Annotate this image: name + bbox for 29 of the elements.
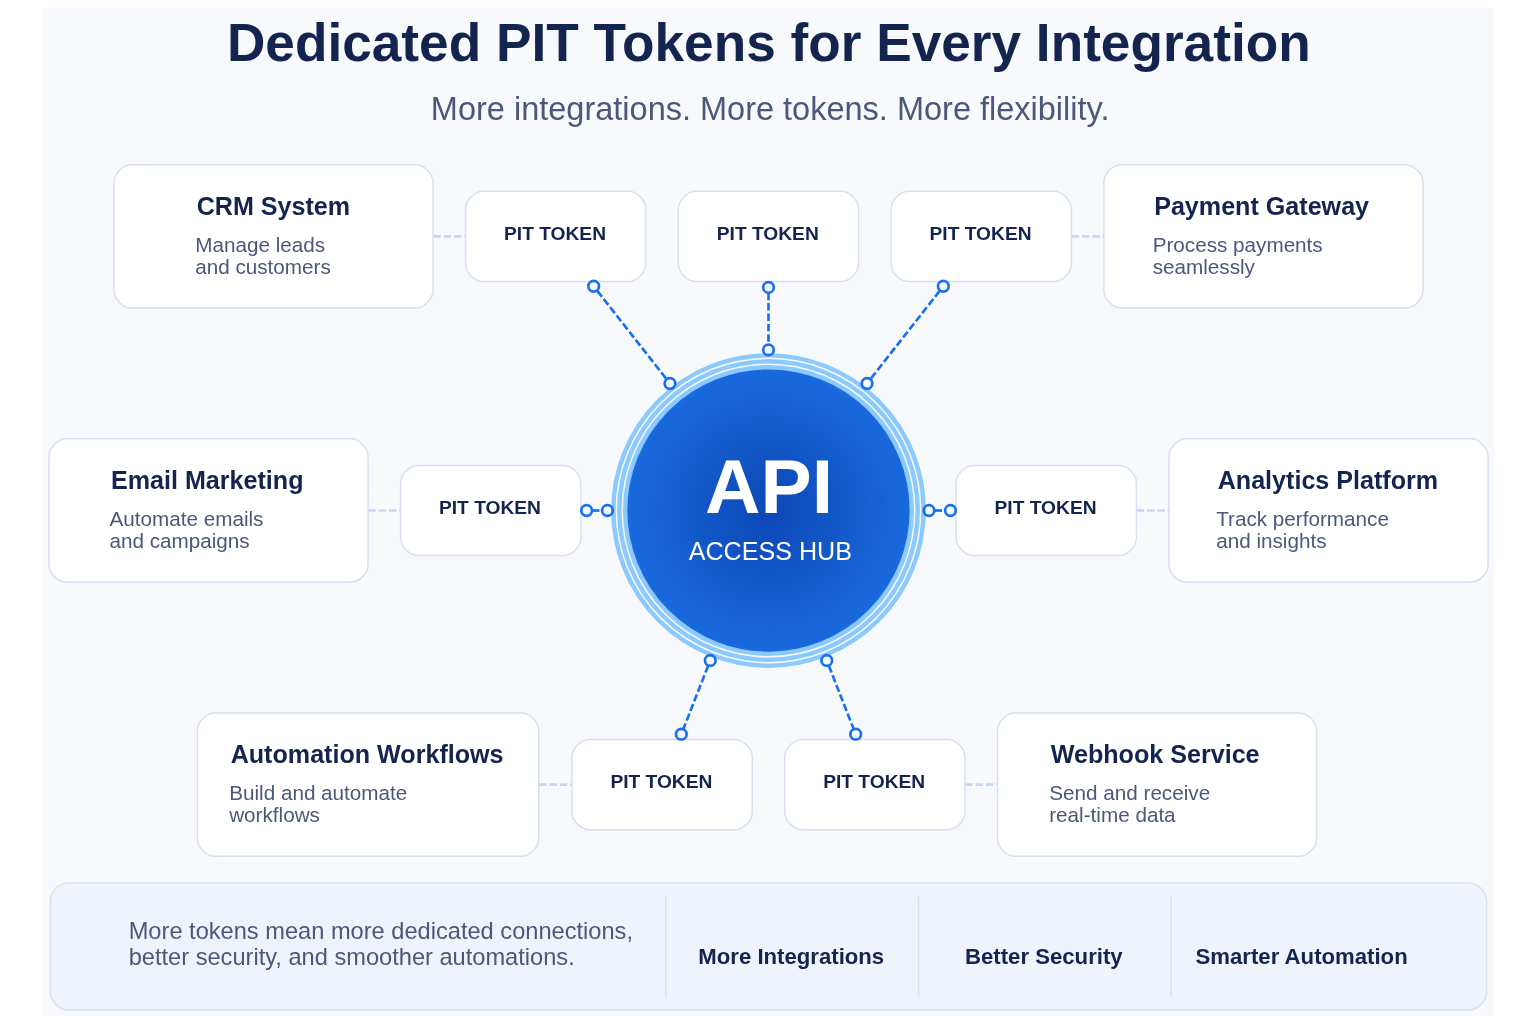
node-box: PIT TOKEN (464, 190, 647, 283)
node-box: PIT TOKEN (783, 738, 966, 831)
node-box: PIT TOKEN (399, 464, 582, 557)
connector (538, 783, 572, 786)
connector (674, 653, 717, 741)
connector (859, 279, 950, 391)
connector (367, 509, 400, 512)
node-box: Email Marketing Automate emails and campaigns (47, 438, 369, 583)
connector (761, 280, 775, 357)
node-box: Payment Gateway Process payments seamlessly (1102, 164, 1424, 309)
node-box: Automation Workflows Build and automate workflows (196, 712, 539, 857)
node-box: PIT TOKEN (954, 464, 1137, 557)
connector (819, 653, 862, 741)
connector (432, 235, 465, 238)
label: More integrations. More tokens. More flexibility. (430, 90, 1109, 127)
node-box: PIT TOKEN (570, 738, 753, 831)
diagram-title: Dedicated PIT Tokens for Every Integration (226, 13, 1311, 73)
connector (579, 503, 614, 518)
node-box: Webhook Service Send and receive real-time data (996, 712, 1317, 857)
node-box: PIT TOKEN (677, 190, 859, 283)
connector (964, 783, 997, 786)
node-box: CRM System Manage leads and customers (112, 164, 434, 309)
connector (921, 503, 957, 518)
connector (586, 279, 677, 391)
connector (1071, 235, 1104, 238)
node-box: PIT TOKEN (889, 190, 1072, 283)
connector (1136, 509, 1169, 512)
node-box: Analytics Platform Track performance and insights (1167, 438, 1489, 583)
node-box: More tokens mean more dedicated connections, better security, and smoother automations. More Integrations Better Security Smarter Automation (49, 882, 1487, 1011)
